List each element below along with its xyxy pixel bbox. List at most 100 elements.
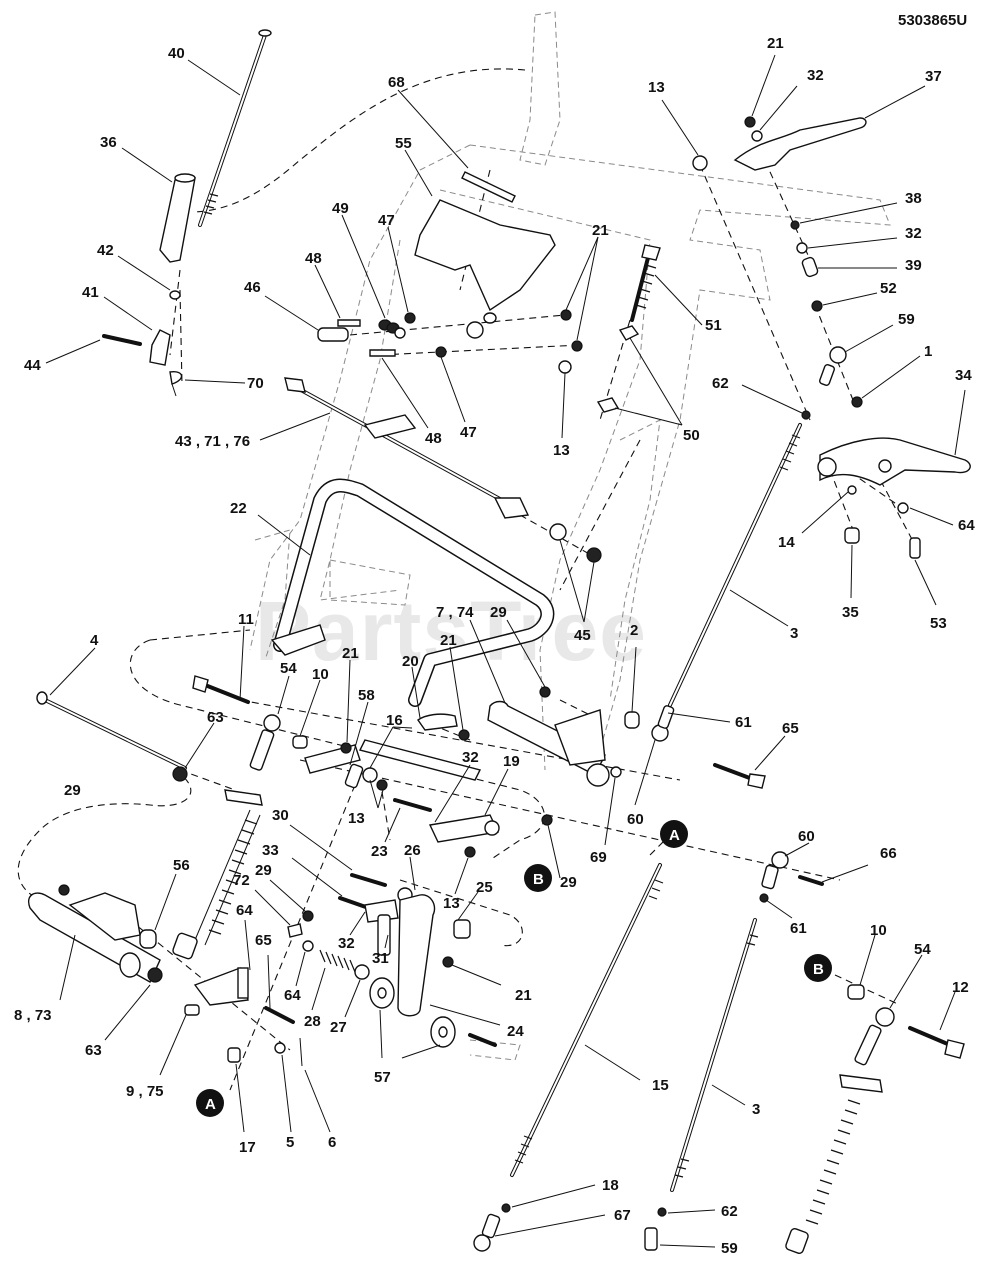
callout-59: 59: [898, 311, 915, 328]
pin-68: [461, 171, 516, 203]
parts: [28, 29, 971, 1254]
callout-64: 64: [958, 517, 975, 534]
callout-21-e: 21: [515, 987, 532, 1004]
callout-45: 45: [574, 627, 591, 644]
grip-tube-36: [159, 177, 196, 263]
callout-66: 66: [880, 845, 897, 862]
callout-29-d: 29: [255, 862, 272, 879]
badge-b-center: B: [524, 864, 552, 892]
lever-34: [819, 437, 971, 486]
lever-37: [733, 117, 867, 171]
callout-64-b: 64: [236, 902, 253, 919]
clevis-41: [149, 329, 171, 366]
callout-25: 25: [476, 879, 493, 896]
callout-13: 13: [553, 442, 570, 459]
callout-64-c: 64: [284, 987, 301, 1004]
callout-28: 28: [304, 1013, 321, 1030]
spring-right: [805, 1099, 861, 1225]
callout-50: 50: [683, 427, 700, 444]
callout-49: 49: [332, 200, 349, 217]
callout-48: 48: [305, 250, 322, 267]
callout-63: 63: [207, 709, 224, 726]
callout-72: 72: [233, 872, 250, 889]
callout-67: 67: [614, 1207, 631, 1224]
leader-lines: [45, 54, 966, 1248]
callout-47: 47: [378, 212, 395, 229]
callout-56: 56: [173, 857, 190, 874]
callout-46: 46: [244, 279, 261, 296]
reference-badges: A B A B: [196, 820, 832, 1117]
callout-27: 27: [330, 1019, 347, 1036]
callout-53: 53: [930, 615, 947, 632]
callout-33: 33: [262, 842, 279, 859]
callout-4: 4: [90, 632, 99, 649]
callout-12: 12: [952, 979, 969, 996]
callout-47-b: 47: [460, 424, 477, 441]
callout-2: 2: [630, 622, 638, 639]
callout-16: 16: [386, 712, 403, 729]
callout-17: 17: [239, 1139, 256, 1156]
bolt-51: [630, 248, 652, 322]
frame-outline: [249, 11, 891, 1061]
callout-48-b: 48: [425, 430, 442, 447]
callout-69: 69: [590, 849, 607, 866]
callout-62: 62: [712, 375, 729, 392]
badge-a-upper: A: [660, 820, 688, 848]
plate-55: [414, 199, 556, 312]
callout-58: 58: [358, 687, 375, 704]
assembly-axes: [129, 149, 916, 1091]
svg-text:B: B: [813, 961, 824, 978]
callout-6: 6: [328, 1134, 336, 1151]
svg-text:A: A: [669, 827, 680, 844]
callout-61-b: 61: [790, 920, 807, 937]
callout-29: 29: [490, 604, 507, 621]
callout-7-74: 7 , 74: [436, 604, 474, 621]
callout-26: 26: [404, 842, 421, 859]
callout-65: 65: [782, 720, 799, 737]
callout-11: 11: [238, 611, 254, 628]
callout-21-b: 21: [767, 35, 784, 52]
spring-28: [319, 949, 356, 973]
callout-62-b: 62: [721, 1203, 738, 1220]
arm-24: [397, 894, 436, 1017]
callout-labels: 5303865U 40 36 42 41 44 70 68 55 49 47 4…: [14, 12, 975, 1257]
cable-route-outline: [17, 68, 545, 947]
callout-70: 70: [247, 375, 264, 392]
callout-24: 24: [507, 1023, 524, 1040]
callout-29-b: 29: [64, 782, 81, 799]
callout-37: 37: [925, 68, 942, 85]
svg-text:A: A: [205, 1096, 216, 1113]
callout-51: 51: [705, 317, 722, 334]
callout-21-c: 21: [342, 645, 359, 662]
callout-54-b: 54: [914, 941, 931, 958]
callout-43: 43 , 71 , 76: [175, 433, 250, 450]
spring-49: [378, 319, 406, 339]
callout-39: 39: [905, 257, 922, 274]
callout-32-b: 32: [905, 225, 922, 242]
badge-a-lower: A: [196, 1089, 224, 1117]
callout-14: 14: [778, 534, 795, 551]
callout-32: 32: [807, 67, 824, 84]
callout-60: 60: [627, 811, 644, 828]
callout-42: 42: [97, 242, 114, 259]
callout-21-d: 21: [440, 632, 457, 649]
callout-10-b: 10: [870, 922, 887, 939]
callout-68: 68: [388, 74, 405, 91]
callout-5: 5: [286, 1134, 294, 1151]
callout-13-c: 13: [348, 810, 365, 827]
callout-13-b: 13: [648, 79, 665, 96]
callout-31: 31: [372, 950, 389, 967]
svg-text:B: B: [533, 871, 544, 888]
callout-41: 41: [82, 284, 99, 301]
callout-21: 21: [592, 222, 609, 239]
callout-52: 52: [880, 280, 897, 297]
callout-34: 34: [955, 367, 972, 384]
callout-3-b: 3: [752, 1101, 760, 1118]
callout-60-b: 60: [798, 828, 815, 845]
callout-40: 40: [168, 45, 185, 62]
callout-54: 54: [280, 660, 297, 677]
callout-57: 57: [374, 1069, 391, 1086]
diagram-code: 5303865U: [898, 12, 967, 29]
callout-63-b: 63: [85, 1042, 102, 1059]
callout-59-b: 59: [721, 1240, 738, 1257]
